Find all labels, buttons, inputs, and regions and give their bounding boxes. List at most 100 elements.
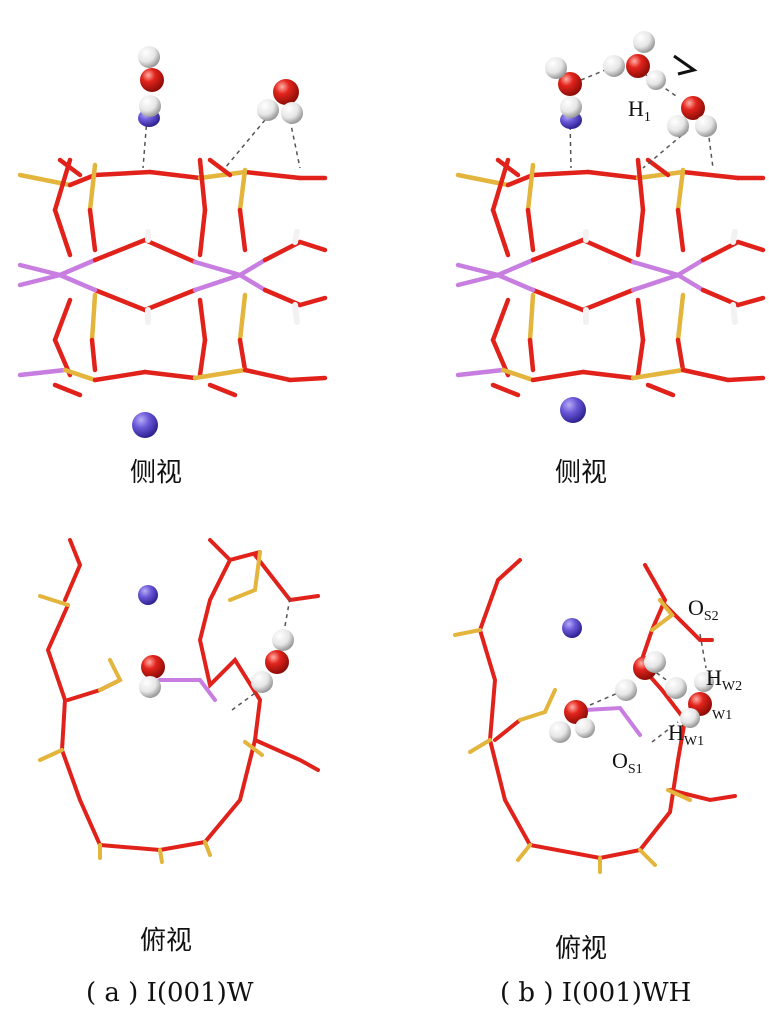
sodium-atom [562,618,582,638]
label-h1: H1 [628,96,651,125]
framework-bond [490,207,511,258]
framework-bond [297,239,328,253]
framework-bond [197,337,208,378]
framework-bond [735,239,766,253]
sodium-atom [560,397,586,423]
panel-a-side-view [17,46,328,438]
framework-bond [142,287,198,313]
framework-bond [237,207,248,253]
framework-bond [490,382,521,398]
framework-bond [580,237,636,265]
panel-b-side-view-label: 侧视 [555,458,608,488]
sodium-atom [132,412,158,438]
framework-bond [57,157,83,178]
framework-bond [237,292,248,343]
framework-bond [292,229,300,245]
framework-bond [530,369,586,383]
framework-bond [57,272,98,293]
framework-bond [675,292,686,343]
framework-bond [207,382,238,398]
framework-bond [580,369,636,381]
framework-bond [92,287,148,313]
framework-bond [87,162,98,213]
framework-bond [292,302,300,325]
framework-bond [495,157,521,178]
framework-bond [730,229,738,245]
framework-bond [635,297,646,343]
framework-bond [645,157,671,178]
panel-b-caption: ( b ) I(001)WH [500,978,692,1008]
framework-bond [455,272,501,288]
framework-bond [197,297,208,343]
panel-b-side-view: H1 [455,31,766,423]
framework-bond [192,367,248,381]
framework-bond [495,272,536,293]
framework-bond [490,297,511,343]
adsorbate-molecules [545,31,717,169]
adsorbate-molecules [138,46,303,169]
framework-bond [530,287,586,313]
framework-bond [730,302,738,325]
framework-bond [635,337,646,378]
framework-bond [700,239,741,263]
panel-a-top-view [38,538,320,864]
framework-bond [630,272,681,293]
framework-bond [207,157,233,178]
framework-bond [92,237,148,263]
sodium-atom [138,585,158,605]
framework-bond [197,157,208,213]
framework-bond [675,167,686,213]
framework-bond [192,272,243,293]
framework-bond [455,367,506,378]
framework-bond [17,272,63,288]
framework-bond [197,207,208,258]
panel-b-top-view: OS2 HW2 W1 HW1 OS1 [453,558,742,874]
framework-bond [192,259,243,278]
label-os1: OS1 [612,748,643,777]
framework-bond [580,287,636,313]
framework-bond [725,375,766,383]
framework-bond [287,375,328,383]
framework-bond [197,169,248,181]
framework-bond [500,367,536,383]
framework-bond [525,207,536,253]
label-os2: OS2 [688,595,719,624]
framework-bond [92,169,153,178]
framework-bond [92,369,148,383]
framework-sticks [455,157,766,398]
framework-bond [142,369,198,381]
framework-bond [455,262,501,278]
framework-bond [89,292,98,343]
framework-bond [645,382,676,398]
framework-bond [675,257,706,278]
framework-bond [142,237,198,265]
framework-bond [525,162,536,213]
framework-bond [735,295,766,308]
framework-bond [585,169,641,181]
framework-bond [237,167,248,213]
framework-bond [635,207,646,258]
framework-bond [242,367,293,383]
panel-a-caption: ( a ) I(001)W [86,978,254,1008]
framework-bond [262,239,303,263]
framework-bond [675,207,686,253]
framework-bond [237,337,248,373]
framework-bond [495,257,536,278]
panel-b-top-view-label: 俯视 [555,934,608,964]
framework-bond [297,295,328,308]
framework-bond [530,237,586,263]
framework-bond [527,337,536,373]
framework-bond [17,367,68,378]
framework-sticks [17,157,328,398]
framework-bond [52,382,83,398]
framework-bond [237,272,268,293]
framework-bond [87,207,98,253]
framework-bond [147,169,203,181]
framework-bond [680,367,731,383]
label-hw2: HW2 [706,665,742,694]
framework-bond [237,257,268,278]
framework-ring [453,558,737,874]
framework-bond [17,262,63,278]
framework-bond [527,292,536,343]
